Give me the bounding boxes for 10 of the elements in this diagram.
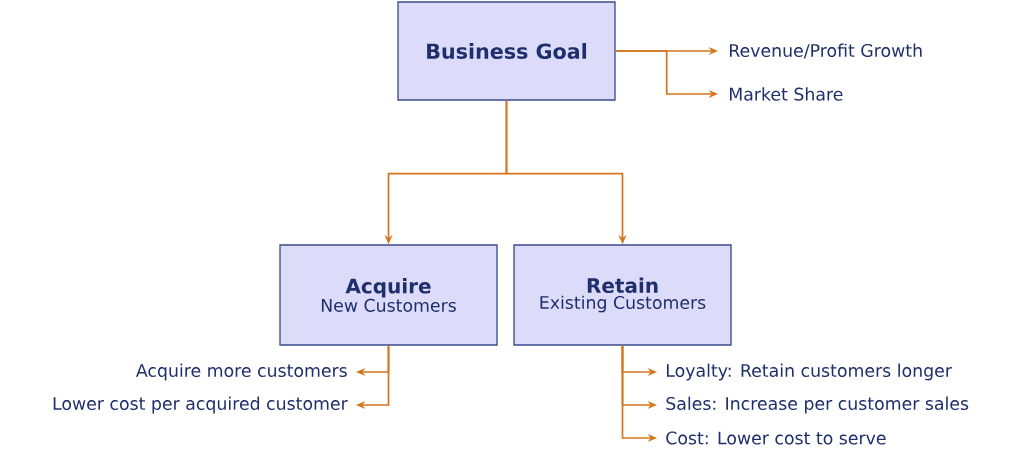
bullet-text: Acquire more customers <box>136 363 347 381</box>
bullet-text: Market Share <box>729 87 843 101</box>
bullet-text: Loyalty: Retain customers longer <box>666 363 952 381</box>
goal-box: Retain Existing Customers <box>513 244 732 346</box>
bullet-text: Revenue/Profit Growth <box>729 43 922 59</box>
bullet-text: Sales: Increase per customer sales <box>666 396 969 414</box>
goal-box: Acquire New Customers <box>279 244 498 346</box>
goal-box: Business Goal <box>397 1 616 101</box>
bullet-text: Cost: Lower cost to serve <box>666 431 886 445</box>
bullet-text: Lower cost per acquired customer <box>53 396 348 414</box>
